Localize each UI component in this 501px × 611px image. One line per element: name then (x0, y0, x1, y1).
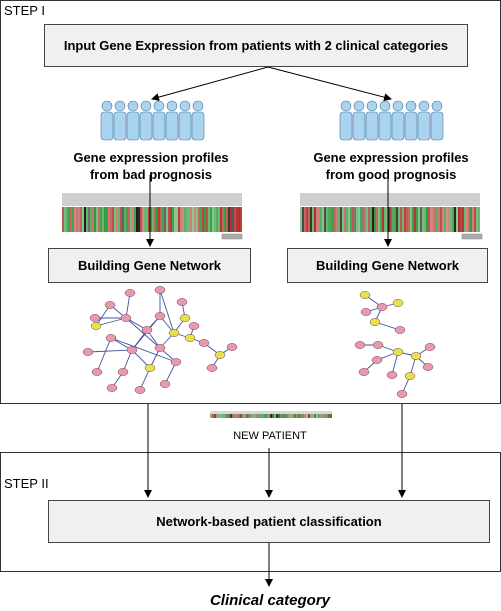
right-caption-line2: from good prognosis (325, 167, 457, 182)
network-node (359, 291, 371, 299)
network-node (404, 372, 416, 380)
clinical-category-label: Clinical category (209, 592, 331, 609)
network-node (124, 289, 136, 297)
network-node (198, 339, 210, 347)
network-node (226, 343, 238, 351)
person-icon (365, 100, 379, 141)
network-node (144, 364, 156, 372)
network-node (82, 348, 94, 356)
network-node (154, 286, 166, 294)
network-node (176, 298, 188, 306)
person-icon (139, 100, 153, 141)
network-node (188, 322, 200, 330)
input-gene-expression-box: Input Gene Expression from patients with… (44, 24, 468, 67)
right-caption-line1: Gene expression profiles (313, 150, 469, 165)
person-icon (404, 100, 418, 141)
person-icon (352, 100, 366, 141)
network-node (376, 303, 388, 311)
network-node (371, 356, 383, 364)
network-node (120, 314, 132, 322)
right-profile-caption: Gene expression profiles from good progn… (288, 149, 494, 183)
network-node (422, 363, 434, 371)
right-heatmap (300, 193, 483, 240)
network-node (154, 312, 166, 320)
network-node (134, 386, 146, 394)
network-node (170, 358, 182, 366)
network-node (396, 390, 408, 398)
network-node (360, 308, 372, 316)
step1-label: STEP I (4, 3, 45, 18)
step2-label: STEP II (4, 476, 49, 491)
new-patient-expression-strip (210, 411, 332, 418)
network-node (354, 341, 366, 349)
network-node (372, 341, 384, 349)
network-node (141, 326, 153, 334)
network-node (424, 343, 436, 351)
person-icon (178, 100, 192, 141)
classification-box: Network-based patient classification (48, 500, 490, 543)
network-node (168, 329, 180, 337)
network-node (358, 368, 370, 376)
person-icon (430, 100, 444, 141)
person-icon (126, 100, 140, 141)
left-caption-line1: Gene expression profiles (73, 150, 229, 165)
person-icon (339, 100, 353, 141)
person-icon (191, 100, 205, 141)
left-patient-group-icon (100, 100, 205, 141)
arrow-input-to-right (267, 66, 392, 102)
good-prognosis-network (354, 291, 436, 398)
network-node (394, 326, 406, 334)
person-icon (378, 100, 392, 141)
network-node (105, 334, 117, 342)
network-node (117, 368, 129, 376)
network-node (206, 364, 218, 372)
network-node (89, 314, 101, 322)
network-node (91, 368, 103, 376)
network-node (214, 351, 226, 359)
person-icon (152, 100, 166, 141)
right-building-network-box: Building Gene Network (287, 248, 488, 283)
left-heatmap (62, 193, 243, 240)
network-node (369, 318, 381, 326)
person-icon (100, 100, 114, 141)
new-patient-label: NEW PATIENT (233, 430, 307, 442)
left-caption-line2: from bad prognosis (89, 167, 213, 182)
left-building-network-box: Building Gene Network (48, 248, 251, 283)
network-node (126, 346, 138, 354)
bad-prognosis-network (82, 286, 238, 394)
network-node (179, 314, 191, 322)
person-icon (165, 100, 179, 141)
left-profile-caption: Gene expression profiles from bad progno… (48, 149, 254, 183)
network-node (106, 384, 118, 392)
person-icon (417, 100, 431, 141)
network-node (154, 344, 166, 352)
network-node (90, 322, 102, 330)
network-node (392, 299, 404, 307)
person-icon (391, 100, 405, 141)
person-icon (113, 100, 127, 141)
network-node (392, 348, 404, 356)
network-node (159, 380, 171, 388)
network-node (410, 352, 422, 360)
network-node (184, 334, 196, 342)
arrow-input-to-left (151, 66, 269, 101)
network-node (386, 371, 398, 379)
network-node (104, 301, 116, 309)
right-patient-group-icon (339, 100, 444, 141)
